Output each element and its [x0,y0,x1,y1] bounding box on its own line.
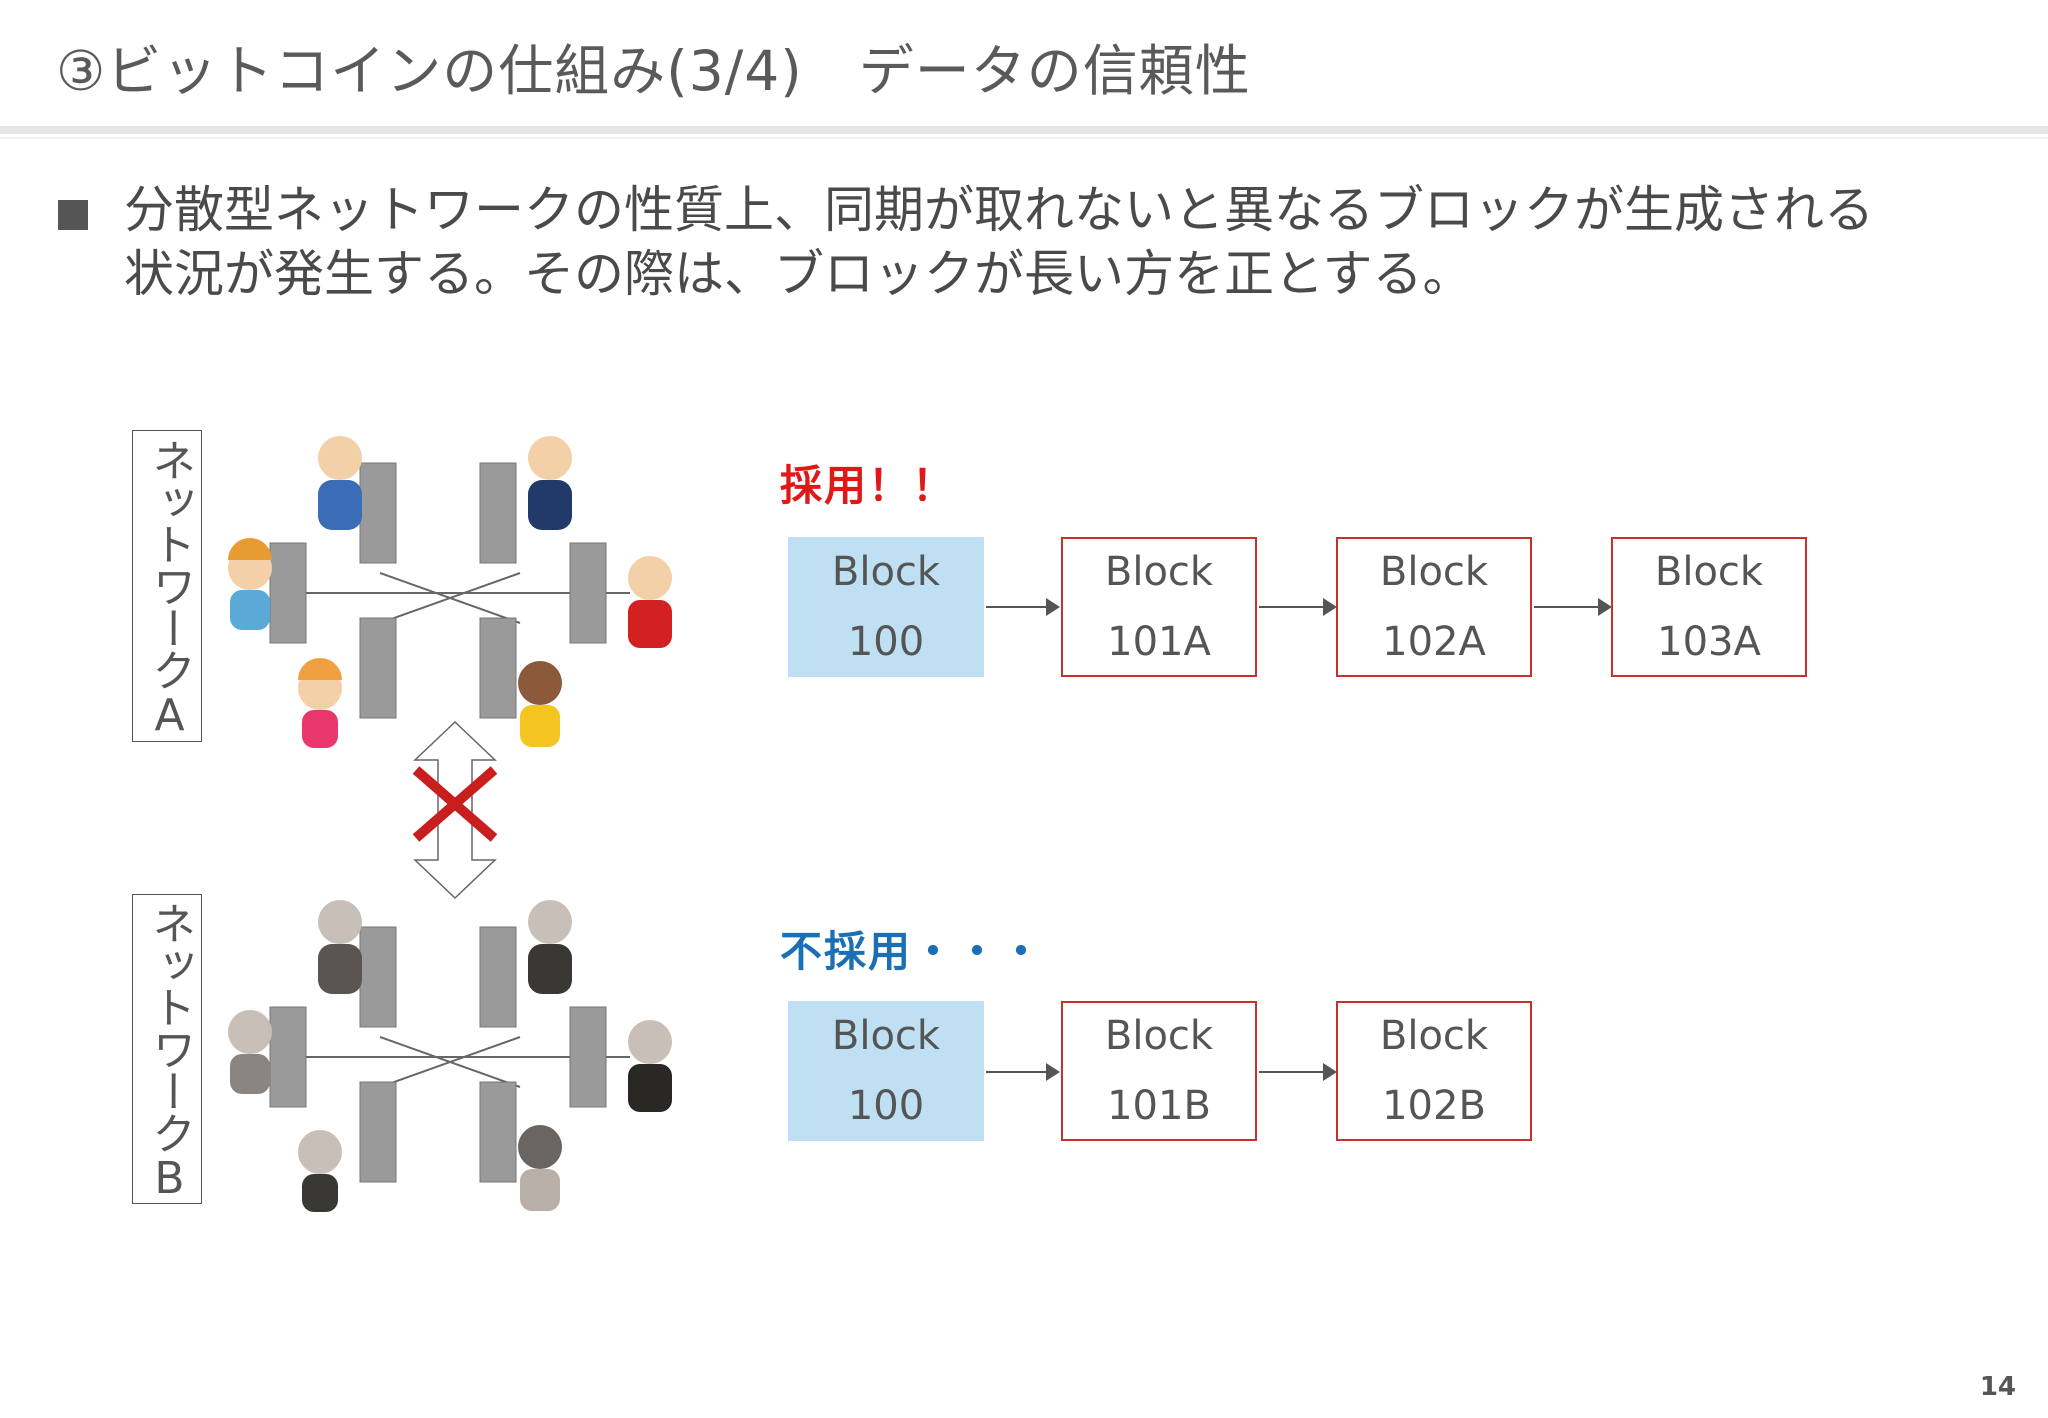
block-label: Block [1379,1013,1489,1059]
block-rejected-102b: Block 102B [1336,1001,1532,1141]
person-right [628,1020,672,1112]
network-b-illustration [228,900,672,1212]
block-label: Block [831,549,941,595]
person-top-right [528,436,572,530]
chain-arrow [986,598,1060,616]
person-bottom-left [298,1130,342,1212]
block-label: Block [1654,549,1764,595]
person-top-right [528,900,572,994]
person-top-left [318,436,362,530]
person-bottom-left [298,658,342,748]
block-id: 100 [847,619,925,665]
chain-arrow [1259,598,1337,616]
network-a-illustration [228,436,672,748]
block-adopted-100: Block 100 [788,537,984,677]
chain-arrow [986,1063,1060,1081]
bullet-line-2: 状況が発生する。その際は、ブロックが長い方を正とする。 [124,245,1473,303]
block-id: 103A [1657,619,1761,665]
network-b-label: ネットワークB [132,894,202,1204]
page-number: 14 [1979,1372,2016,1402]
block-adopted-102a: Block 102A [1336,537,1532,677]
cross-icon [412,766,498,842]
title-divider [0,126,2048,134]
bullet-line-1: 分散型ネットワークの性質上、同期が取れないと異なるブロックが生成される [124,181,1874,239]
block-adopted-101a: Block 101A [1061,537,1257,677]
block-id: 101A [1107,619,1211,665]
block-label: Block [831,1013,941,1059]
chain-arrow [1259,1063,1337,1081]
block-id: 100 [847,1083,925,1129]
block-rejected-101b: Block 101B [1061,1001,1257,1141]
block-label: Block [1104,549,1214,595]
person-left [228,1010,272,1094]
chain-arrow [1534,598,1612,616]
block-id: 102B [1382,1083,1486,1129]
rejected-tag: 不採用・・・ [780,927,1045,976]
block-rejected-100: Block 100 [788,1001,984,1141]
person-bottom-right [518,661,562,747]
network-a-label: ネットワークA [132,430,202,742]
person-right [628,556,672,648]
block-id: 102A [1382,619,1486,665]
bullet-square-icon [58,200,88,230]
title-divider-light [0,137,2048,139]
person-top-left [318,900,362,994]
person-left [228,538,272,630]
block-adopted-103a: Block 103A [1611,537,1807,677]
block-label: Block [1104,1013,1214,1059]
blocked-sync-arrow [412,720,498,900]
adopted-tag: 採用！！ [780,461,957,510]
block-id: 101B [1107,1083,1211,1129]
person-bottom-right [518,1125,562,1211]
bullet-text: 分散型ネットワークの性質上、同期が取れないと異なるブロックが生成される 状況が発… [124,178,2004,306]
block-label: Block [1379,549,1489,595]
page-title: ③ビットコインの仕組み(3/4) データの信頼性 [56,39,1251,103]
